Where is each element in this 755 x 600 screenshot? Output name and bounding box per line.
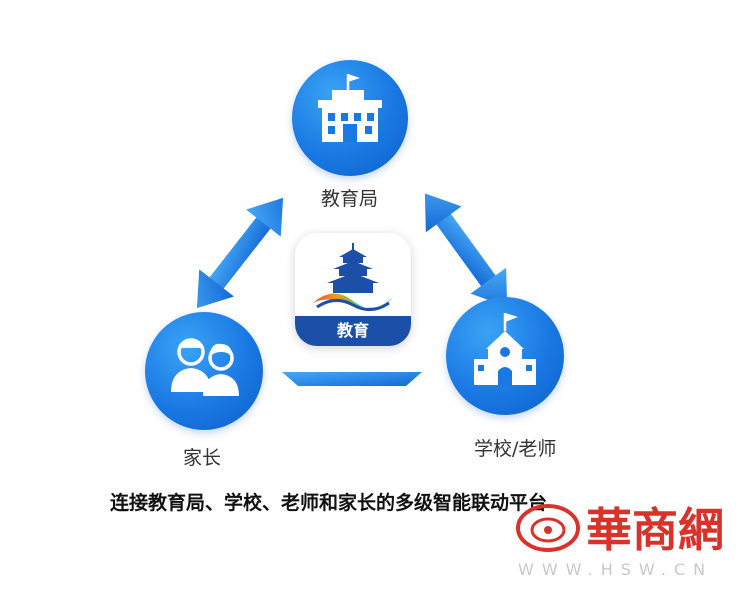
watermark-logo: 華商網 bbox=[516, 503, 724, 557]
node-school bbox=[446, 297, 564, 415]
app-tile: 教育 bbox=[295, 233, 411, 346]
watermark-url: WWW.HSW.CN bbox=[518, 560, 714, 579]
arrow-bureau-school bbox=[424, 193, 508, 307]
node-school-label: 学校/老师 bbox=[474, 438, 557, 460]
arrow-bureau-parents bbox=[196, 197, 284, 309]
education-app-icon bbox=[313, 243, 393, 311]
node-parents bbox=[145, 312, 263, 430]
node-parents-label: 家长 bbox=[183, 447, 222, 469]
watermark-logo-text: 華商網 bbox=[586, 503, 724, 557]
node-bureau bbox=[292, 60, 408, 176]
node-bureau-label: 教育局 bbox=[321, 188, 379, 210]
schoolhouse-flag-icon bbox=[474, 313, 536, 385]
school-building-icon bbox=[318, 74, 382, 142]
parents-icon bbox=[171, 338, 239, 396]
caption: 连接教育局、学校、老师和家长的多级智能联动平台 bbox=[110, 492, 548, 514]
app-badge: 教育 bbox=[295, 316, 411, 346]
connector-parents-school bbox=[282, 372, 422, 386]
